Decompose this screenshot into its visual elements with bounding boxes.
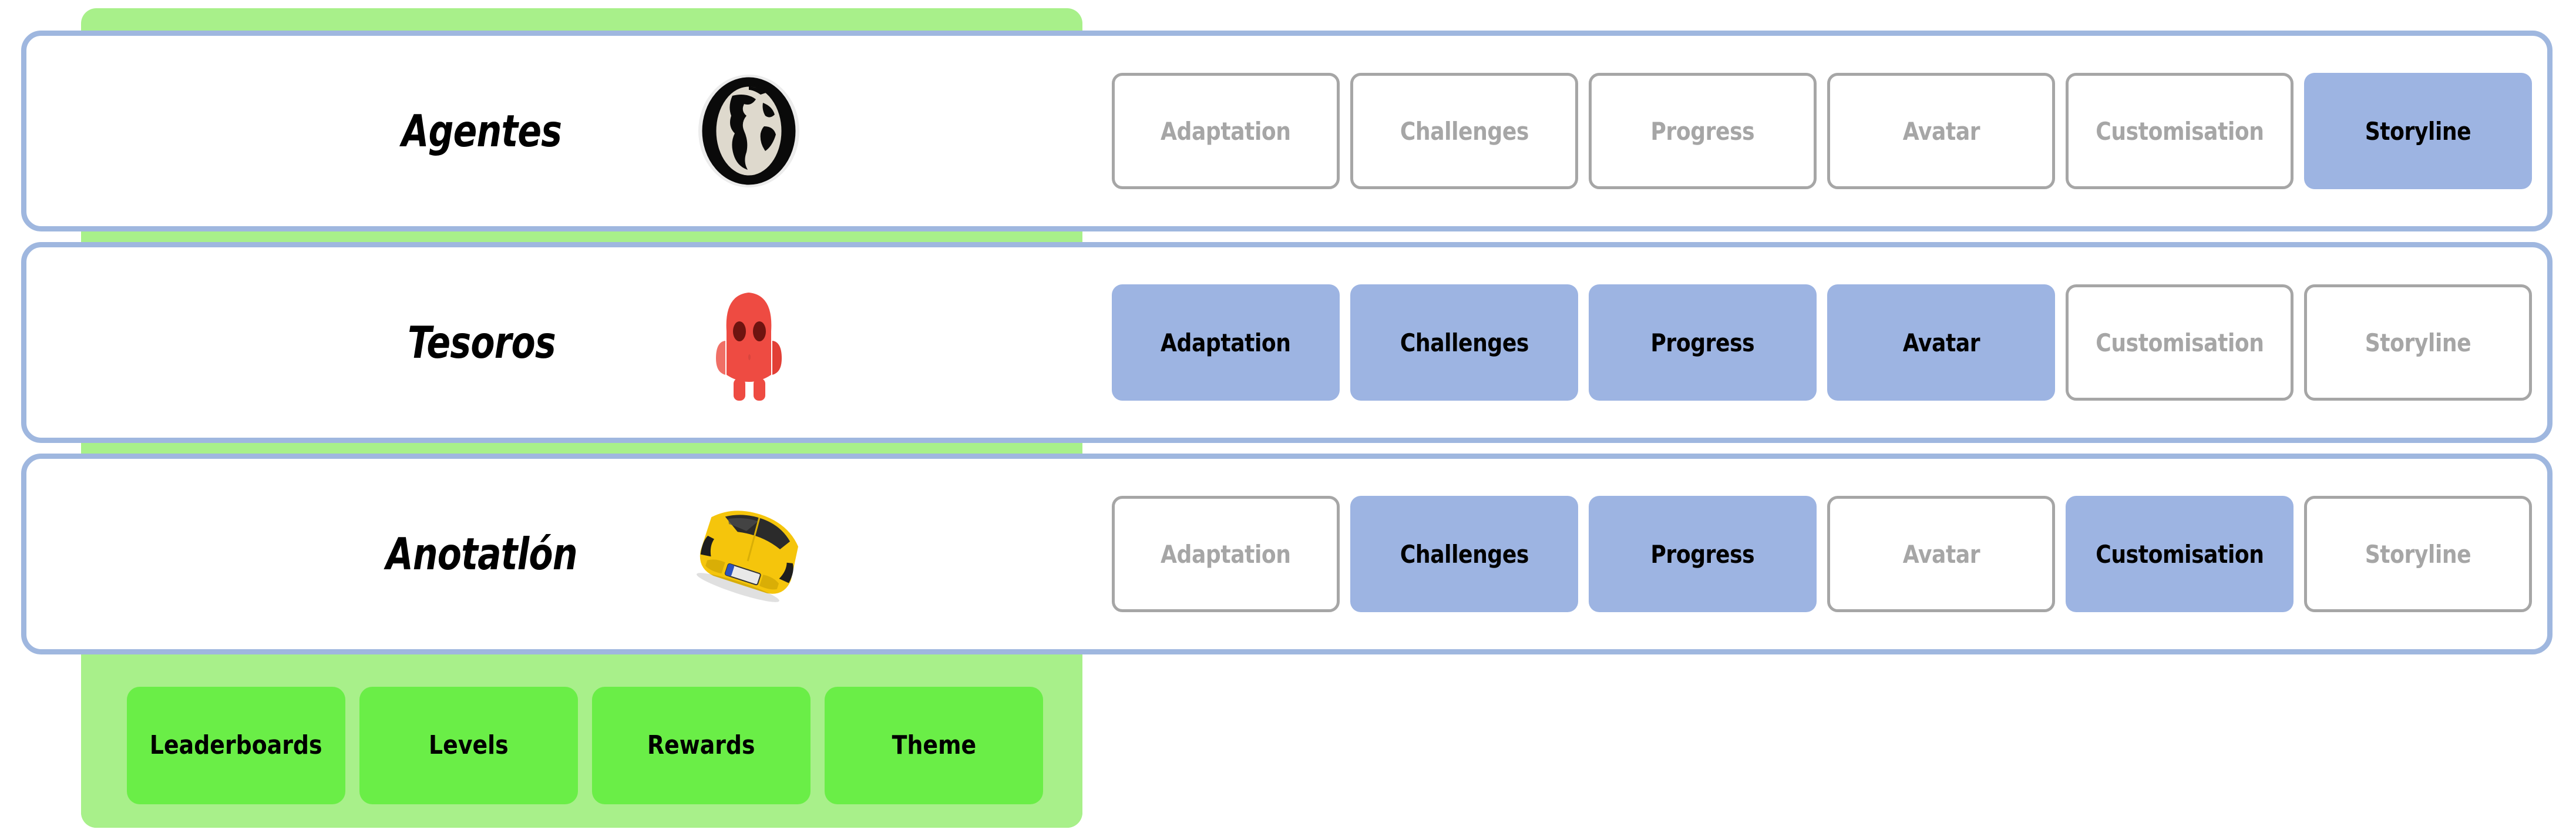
game-identity: Agentes xyxy=(26,36,1084,226)
feature-button-group: Adaptation Challenges Progress Avatar Cu… xyxy=(1084,247,2547,438)
feature-button-group: Adaptation Challenges Progress Avatar Cu… xyxy=(1084,36,2547,226)
feature-button-challenges[interactable]: Challenges xyxy=(1350,496,1578,612)
red-blob-character-icon xyxy=(670,263,828,422)
globe-icon xyxy=(670,52,828,210)
yellow-sports-car-icon xyxy=(670,475,828,633)
common-feature-button-rewards[interactable]: Rewards xyxy=(592,686,811,804)
game-title: Anotatlón xyxy=(386,528,577,580)
feature-button-customisation[interactable]: Customisation xyxy=(2066,73,2293,189)
common-feature-button-levels[interactable]: Levels xyxy=(359,686,578,804)
common-feature-button-theme[interactable]: Theme xyxy=(825,686,1043,804)
feature-button-progress[interactable]: Progress xyxy=(1589,284,1817,401)
feature-button-challenges[interactable]: Challenges xyxy=(1350,73,1578,189)
game-row-agentes[interactable]: Agentes Adaptation Challenges Progress xyxy=(21,31,2553,231)
feature-button-challenges[interactable]: Challenges xyxy=(1350,284,1578,401)
common-features-panel: Leaderboards Levels Rewards Theme xyxy=(81,663,1082,828)
feature-button-customisation[interactable]: Customisation xyxy=(2066,496,2293,612)
feature-button-progress[interactable]: Progress xyxy=(1589,496,1817,612)
feature-button-group: Adaptation Challenges Progress Avatar Cu… xyxy=(1084,459,2547,649)
feature-button-adaptation[interactable]: Adaptation xyxy=(1112,496,1340,612)
feature-button-customisation[interactable]: Customisation xyxy=(2066,284,2293,401)
feature-button-avatar[interactable]: Avatar xyxy=(1827,284,2055,401)
game-title: Tesoros xyxy=(408,317,556,368)
game-row-tesoros[interactable]: Tesoros Adaptation Challenges Progress A… xyxy=(21,242,2553,443)
game-identity: Anotatlón xyxy=(26,459,1084,649)
game-title: Agentes xyxy=(401,105,562,157)
feature-button-avatar[interactable]: Avatar xyxy=(1827,73,2055,189)
feature-button-storyline[interactable]: Storyline xyxy=(2304,496,2532,612)
common-feature-button-leaderboards[interactable]: Leaderboards xyxy=(127,686,345,804)
game-row-anotatlon[interactable]: Anotatlón xyxy=(21,454,2553,654)
feature-button-storyline[interactable]: Storyline xyxy=(2304,284,2532,401)
feature-button-avatar[interactable]: Avatar xyxy=(1827,496,2055,612)
feature-button-progress[interactable]: Progress xyxy=(1589,73,1817,189)
feature-button-storyline[interactable]: Storyline xyxy=(2304,73,2532,189)
feature-button-adaptation[interactable]: Adaptation xyxy=(1112,73,1340,189)
game-identity: Tesoros xyxy=(26,247,1084,438)
feature-button-adaptation[interactable]: Adaptation xyxy=(1112,284,1340,401)
